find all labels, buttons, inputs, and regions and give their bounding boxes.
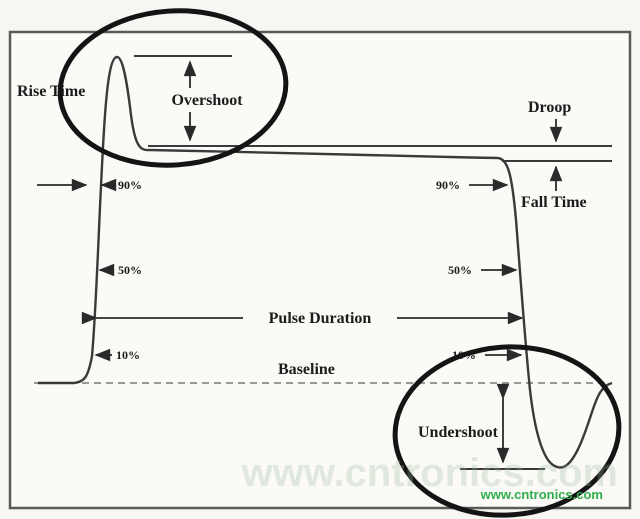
rise-50-label: 50% xyxy=(118,263,142,277)
overshoot-label: Overshoot xyxy=(171,92,243,109)
overshoot-highlight-ellipse xyxy=(57,8,289,168)
undershoot-label: Undershoot xyxy=(418,424,499,441)
undershoot-highlight-ellipse xyxy=(392,344,622,518)
fall-time-label: Fall Time xyxy=(521,194,587,211)
watermark-url: www.cntronics.com xyxy=(480,487,603,502)
droop-label: Droop xyxy=(528,99,571,116)
fall-90-label: 90% xyxy=(436,178,460,192)
baseline-label: Baseline xyxy=(278,361,335,378)
pulse-duration-label: Pulse Duration xyxy=(269,310,372,327)
pulse-waveform-path xyxy=(38,55,613,469)
fall-50-label: 50% xyxy=(448,263,472,277)
rise-10-label: 10% xyxy=(116,348,140,362)
watermark-ghost-text: www.cntronics.com xyxy=(241,451,618,495)
rise-time-label: Rise Time xyxy=(17,83,85,100)
rise-90-label: 90% xyxy=(118,178,142,192)
